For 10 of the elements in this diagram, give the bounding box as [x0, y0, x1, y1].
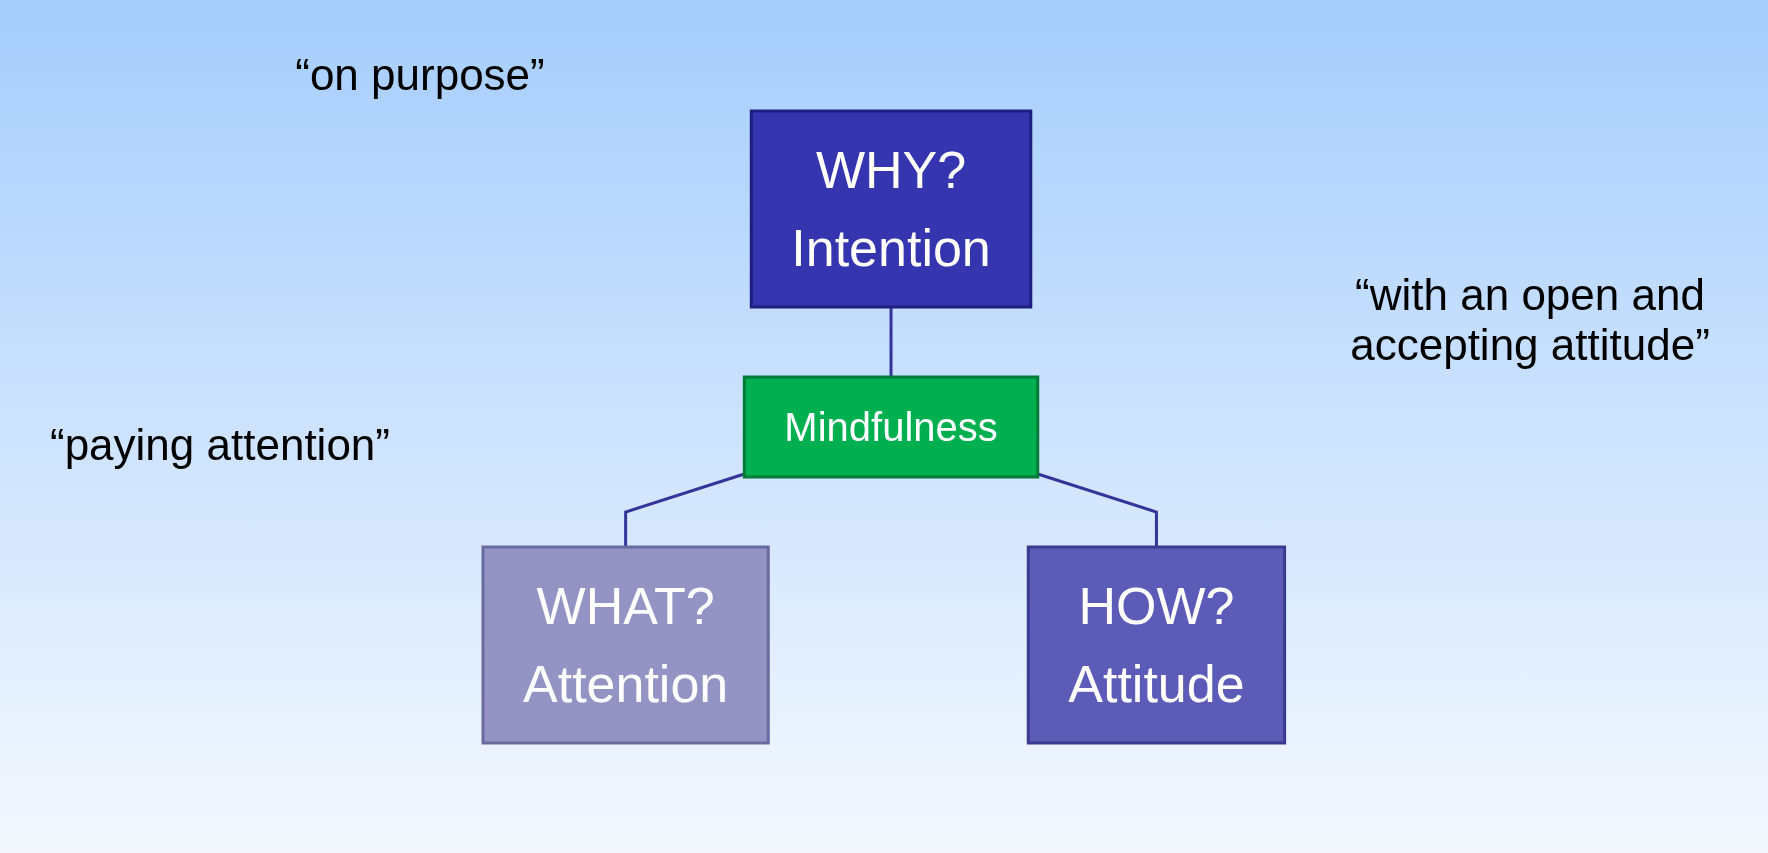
quote-text: “with an open and accepting attitude”: [1349, 270, 1711, 370]
connector: [1037, 472, 1159, 547]
connector: [889, 306, 893, 377]
node-box: WHAT? Attention: [481, 545, 770, 744]
quote-text: “paying attention”: [49, 420, 391, 470]
node-box: Mindfulness: [743, 375, 1040, 478]
node-box: HOW? Attitude: [1026, 545, 1287, 744]
node-box: WHY? Intention: [749, 109, 1033, 308]
quote-text: “on purpose”: [294, 50, 546, 100]
connector: [624, 472, 745, 547]
